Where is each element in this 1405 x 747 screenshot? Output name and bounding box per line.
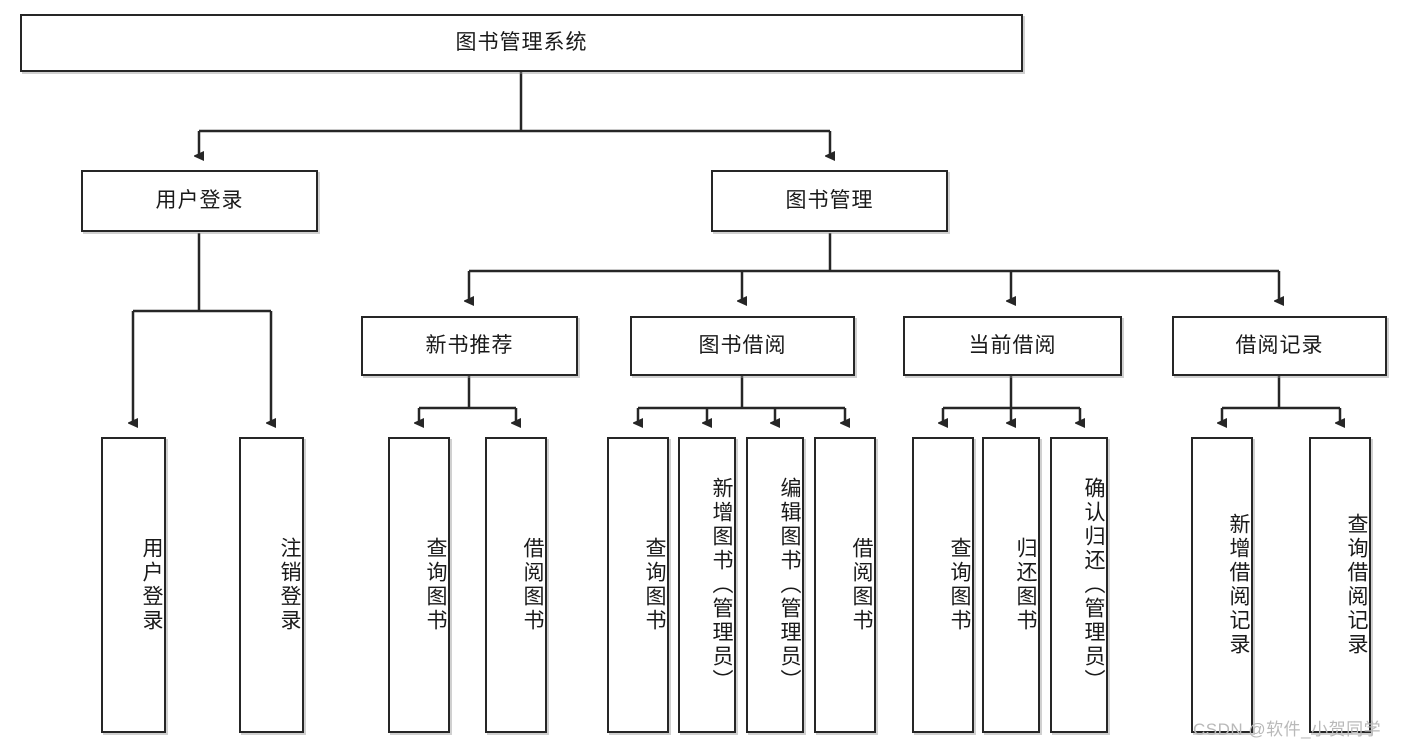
leaf-book-borrow-query-book[interactable]: 查询图书	[607, 437, 669, 733]
leaf-book-borrow-add-book-admin[interactable]: 新增图书（管理员）	[678, 437, 736, 733]
csdn-watermark: CSDN @软件_小贺同学	[1193, 720, 1382, 739]
node-current-borrow[interactable]: 当前借阅	[903, 316, 1122, 376]
leaf-current-borrow-return-book[interactable]: 归还图书	[982, 437, 1040, 733]
node-root-book-management-system[interactable]: 图书管理系统	[20, 14, 1023, 72]
leaf-new-book-borrow-book[interactable]: 借阅图书	[485, 437, 547, 733]
leaf-book-borrow-edit-book-admin[interactable]: 编辑图书（管理员）	[746, 437, 804, 733]
leaf-user-login-login[interactable]: 用户登录	[101, 437, 166, 733]
leaf-borrow-record-add-record[interactable]: 新增借阅记录	[1191, 437, 1253, 733]
leaf-book-borrow-borrow-book[interactable]: 借阅图书	[814, 437, 876, 733]
leaf-user-login-logout[interactable]: 注销登录	[239, 437, 304, 733]
leaf-current-borrow-query-book[interactable]: 查询图书	[912, 437, 974, 733]
leaf-borrow-record-query-record[interactable]: 查询借阅记录	[1309, 437, 1371, 733]
node-book-management[interactable]: 图书管理	[711, 170, 948, 232]
leaf-current-borrow-confirm-return-admin[interactable]: 确认归还（管理员）	[1050, 437, 1108, 733]
node-user-login[interactable]: 用户登录	[81, 170, 318, 232]
node-borrow-record[interactable]: 借阅记录	[1172, 316, 1387, 376]
node-new-book-recommend[interactable]: 新书推荐	[361, 316, 578, 376]
leaf-new-book-query-book[interactable]: 查询图书	[388, 437, 450, 733]
node-book-borrow[interactable]: 图书借阅	[630, 316, 855, 376]
